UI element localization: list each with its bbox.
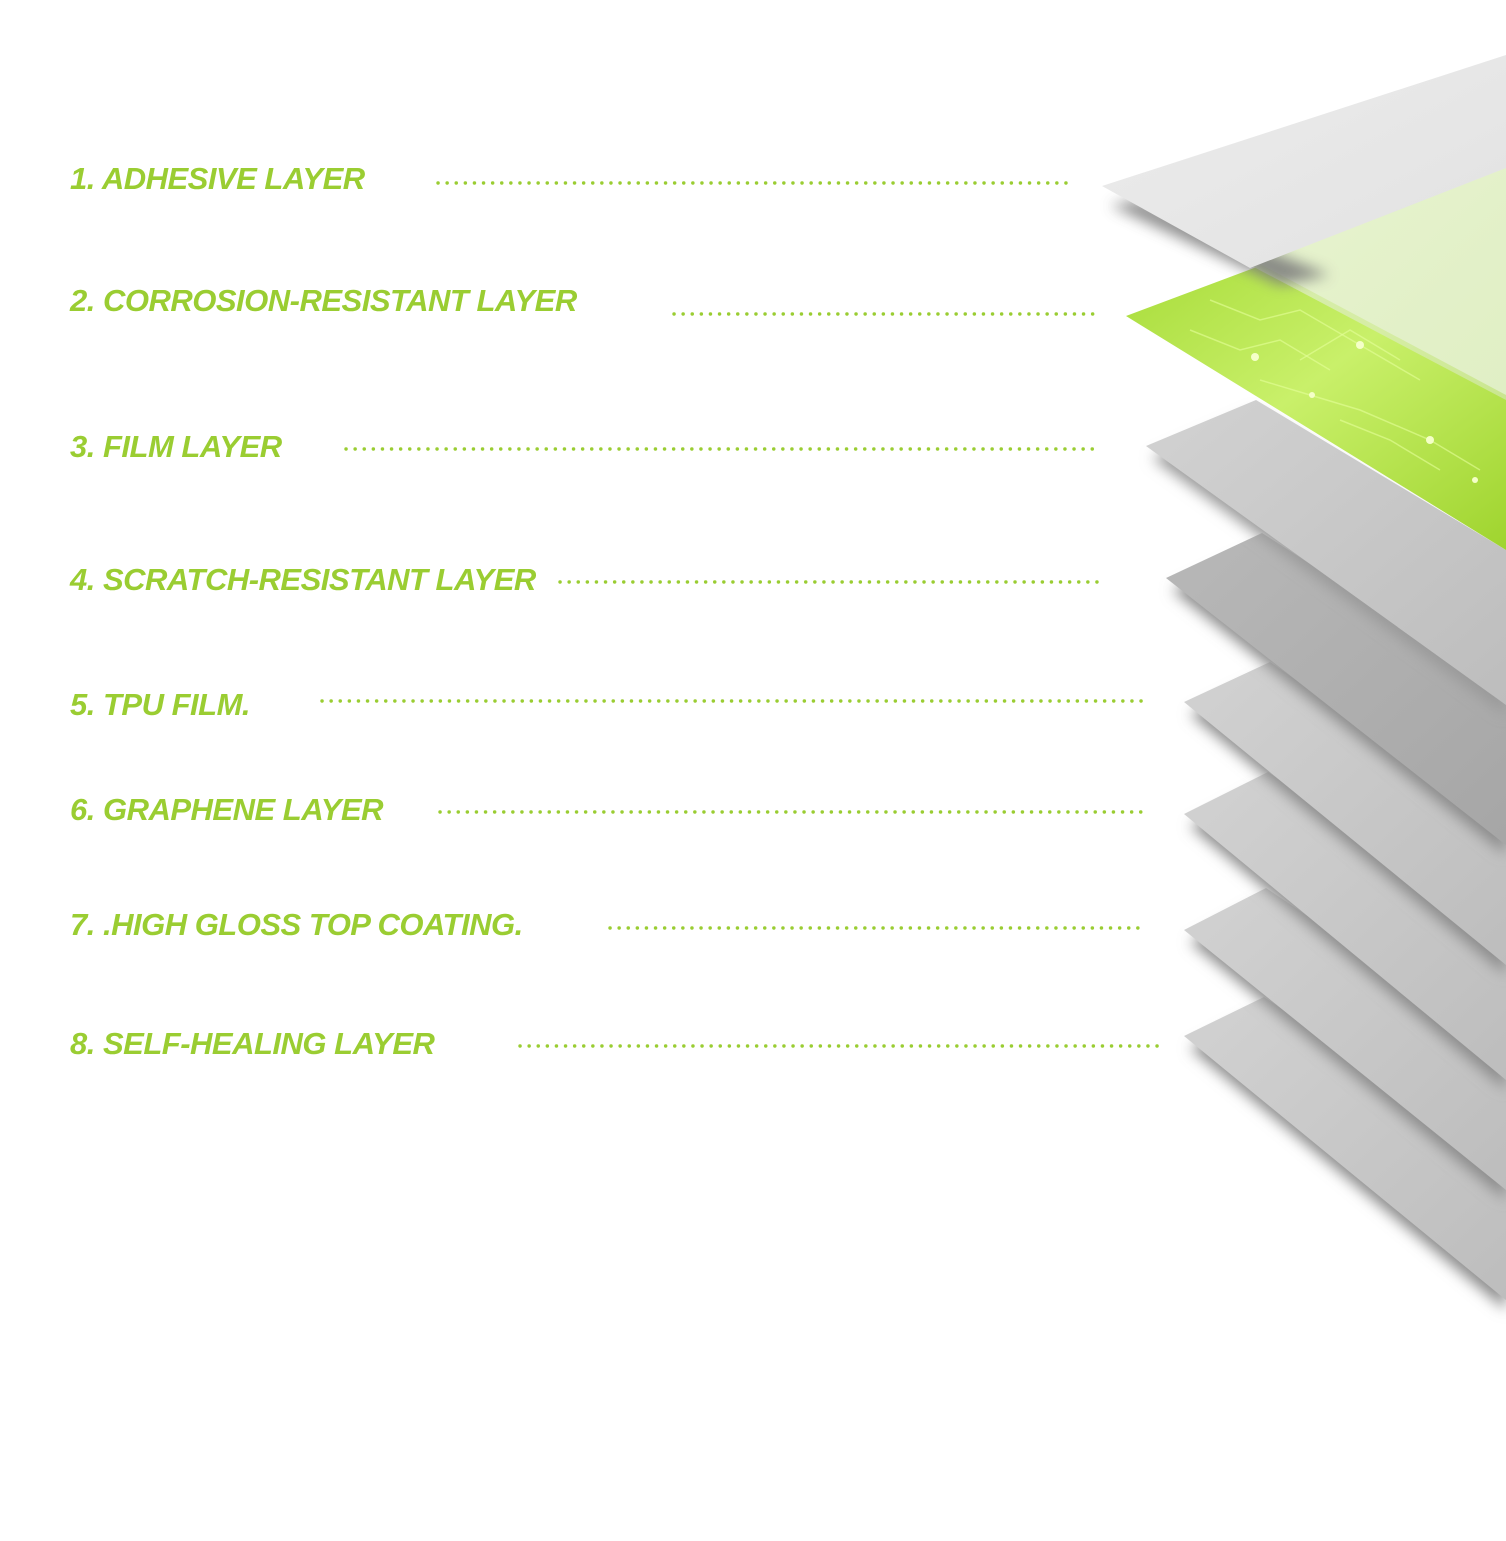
- sheet-7: [1184, 888, 1506, 1200]
- layer-label-7: 7. .HIGH GLOSS TOP COATING.: [70, 907, 523, 942]
- sheet-stack: [1102, 55, 1506, 1310]
- circuit-pattern: [1189, 299, 1481, 483]
- sheet-1: [1102, 55, 1506, 285]
- layer-label-3: 3. FILM LAYER: [70, 429, 283, 464]
- sheet-5-face: [1184, 662, 1506, 965]
- layer-label-6: 6. GRAPHENE LAYER: [70, 792, 384, 827]
- layer-label-2: 2. CORROSION-RESISTANT LAYER: [69, 283, 578, 318]
- layer-label-4: 4. SCRATCH-RESISTANT LAYER: [69, 562, 537, 597]
- layer-item-7: 7. .HIGH GLOSS TOP COATING.: [70, 907, 1148, 942]
- sheet-2-face: [1126, 265, 1506, 550]
- sheet-6: [1184, 772, 1506, 1090]
- layer-item-3: 3. FILM LAYER: [70, 429, 1102, 464]
- sheet-8: [1184, 997, 1506, 1310]
- layer-item-4: 4. SCRATCH-RESISTANT LAYER: [69, 562, 1102, 597]
- layer-item-8: 8. SELF-HEALING LAYER: [70, 1026, 1167, 1061]
- layer-item-6: 6. GRAPHENE LAYER: [70, 792, 1148, 827]
- sheet-4: [1166, 533, 1506, 855]
- sheet-3: [1146, 400, 1506, 715]
- sheet-6-face: [1184, 772, 1506, 1080]
- glass-overlay: [1250, 165, 1506, 400]
- layer-labels: 1. ADHESIVE LAYER 2. CORROSION-RESISTANT…: [69, 161, 1167, 1061]
- sheet-3-face: [1146, 400, 1506, 705]
- sheet-7-face: [1184, 888, 1506, 1190]
- sheet-1-face: [1102, 55, 1506, 268]
- layer-item-2: 2. CORROSION-RESISTANT LAYER: [69, 283, 1102, 318]
- sheet-8-face: [1184, 997, 1506, 1300]
- layer-label-8: 8. SELF-HEALING LAYER: [70, 1026, 436, 1061]
- layer-item-1: 1. ADHESIVE LAYER: [70, 161, 1072, 196]
- sheet-2-green: [1126, 165, 1506, 550]
- layer-item-5: 5. TPU FILM.: [70, 687, 1150, 722]
- layer-label-5: 5. TPU FILM.: [70, 687, 250, 722]
- layer-label-1: 1. ADHESIVE LAYER: [70, 161, 366, 196]
- sheet-5: [1184, 662, 1506, 975]
- sheet-4-face: [1166, 533, 1506, 845]
